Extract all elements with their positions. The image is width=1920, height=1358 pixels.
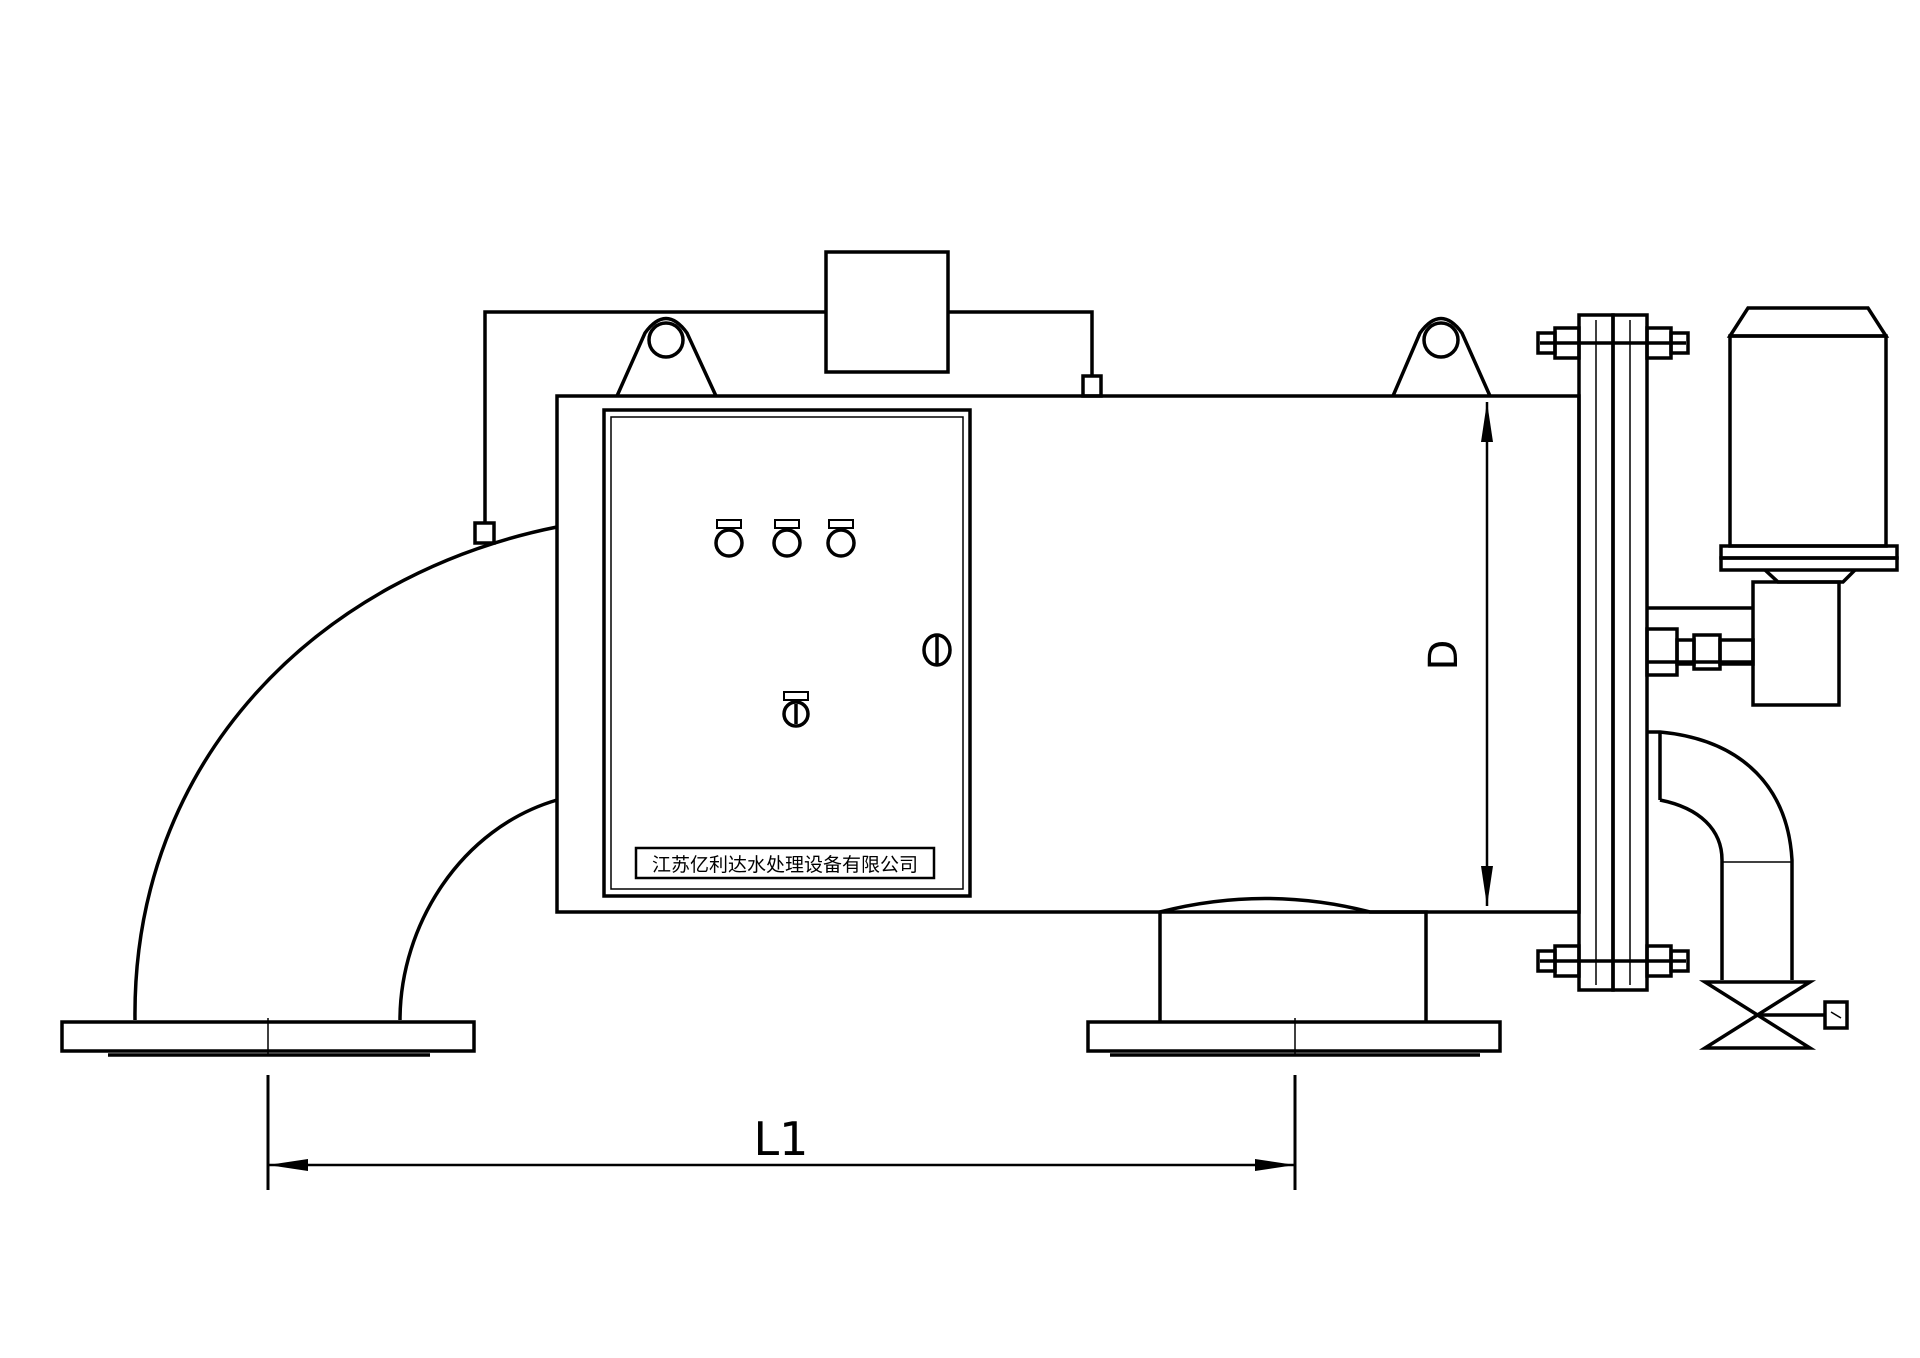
pressure-sensor-tubing (473, 250, 1103, 545)
end-cover-flange (1577, 313, 1649, 992)
dimension-l1-label: L1 (754, 1112, 809, 1166)
nameplate-text: 江苏亿利达水处理设备有限公司 (652, 854, 918, 876)
drive-motor (1719, 306, 1899, 584)
indicator-lamp (714, 519, 744, 558)
drain-valve-icon (1698, 980, 1849, 1050)
dimension-d: D (1421, 402, 1493, 906)
inlet-flange (60, 1018, 476, 1057)
control-cabinet: 江苏亿利达水处理设备有限公司 (602, 408, 972, 898)
differential-pressure-box (824, 250, 950, 374)
lifting-lug-right (1391, 316, 1492, 397)
door-lock-icon (922, 633, 952, 667)
dimension-d-label: D (1421, 640, 1467, 671)
flange-bolt-top (1536, 326, 1690, 360)
dimension-l1: L1 (266, 1075, 1297, 1190)
selector-switch (782, 691, 810, 728)
drain-pipe (1647, 730, 1794, 980)
inlet-elbow (133, 525, 558, 1021)
flange-bolt-bottom (1536, 944, 1690, 978)
nameplate: 江苏亿利达水处理设备有限公司 (634, 846, 936, 880)
outlet-flange (1086, 1018, 1502, 1057)
indicator-lamp (772, 519, 802, 558)
outlet-nozzle (1158, 896, 1428, 1022)
indicator-lamp (826, 519, 856, 558)
lifting-lug-left (615, 316, 718, 397)
gearbox (1645, 580, 1841, 707)
